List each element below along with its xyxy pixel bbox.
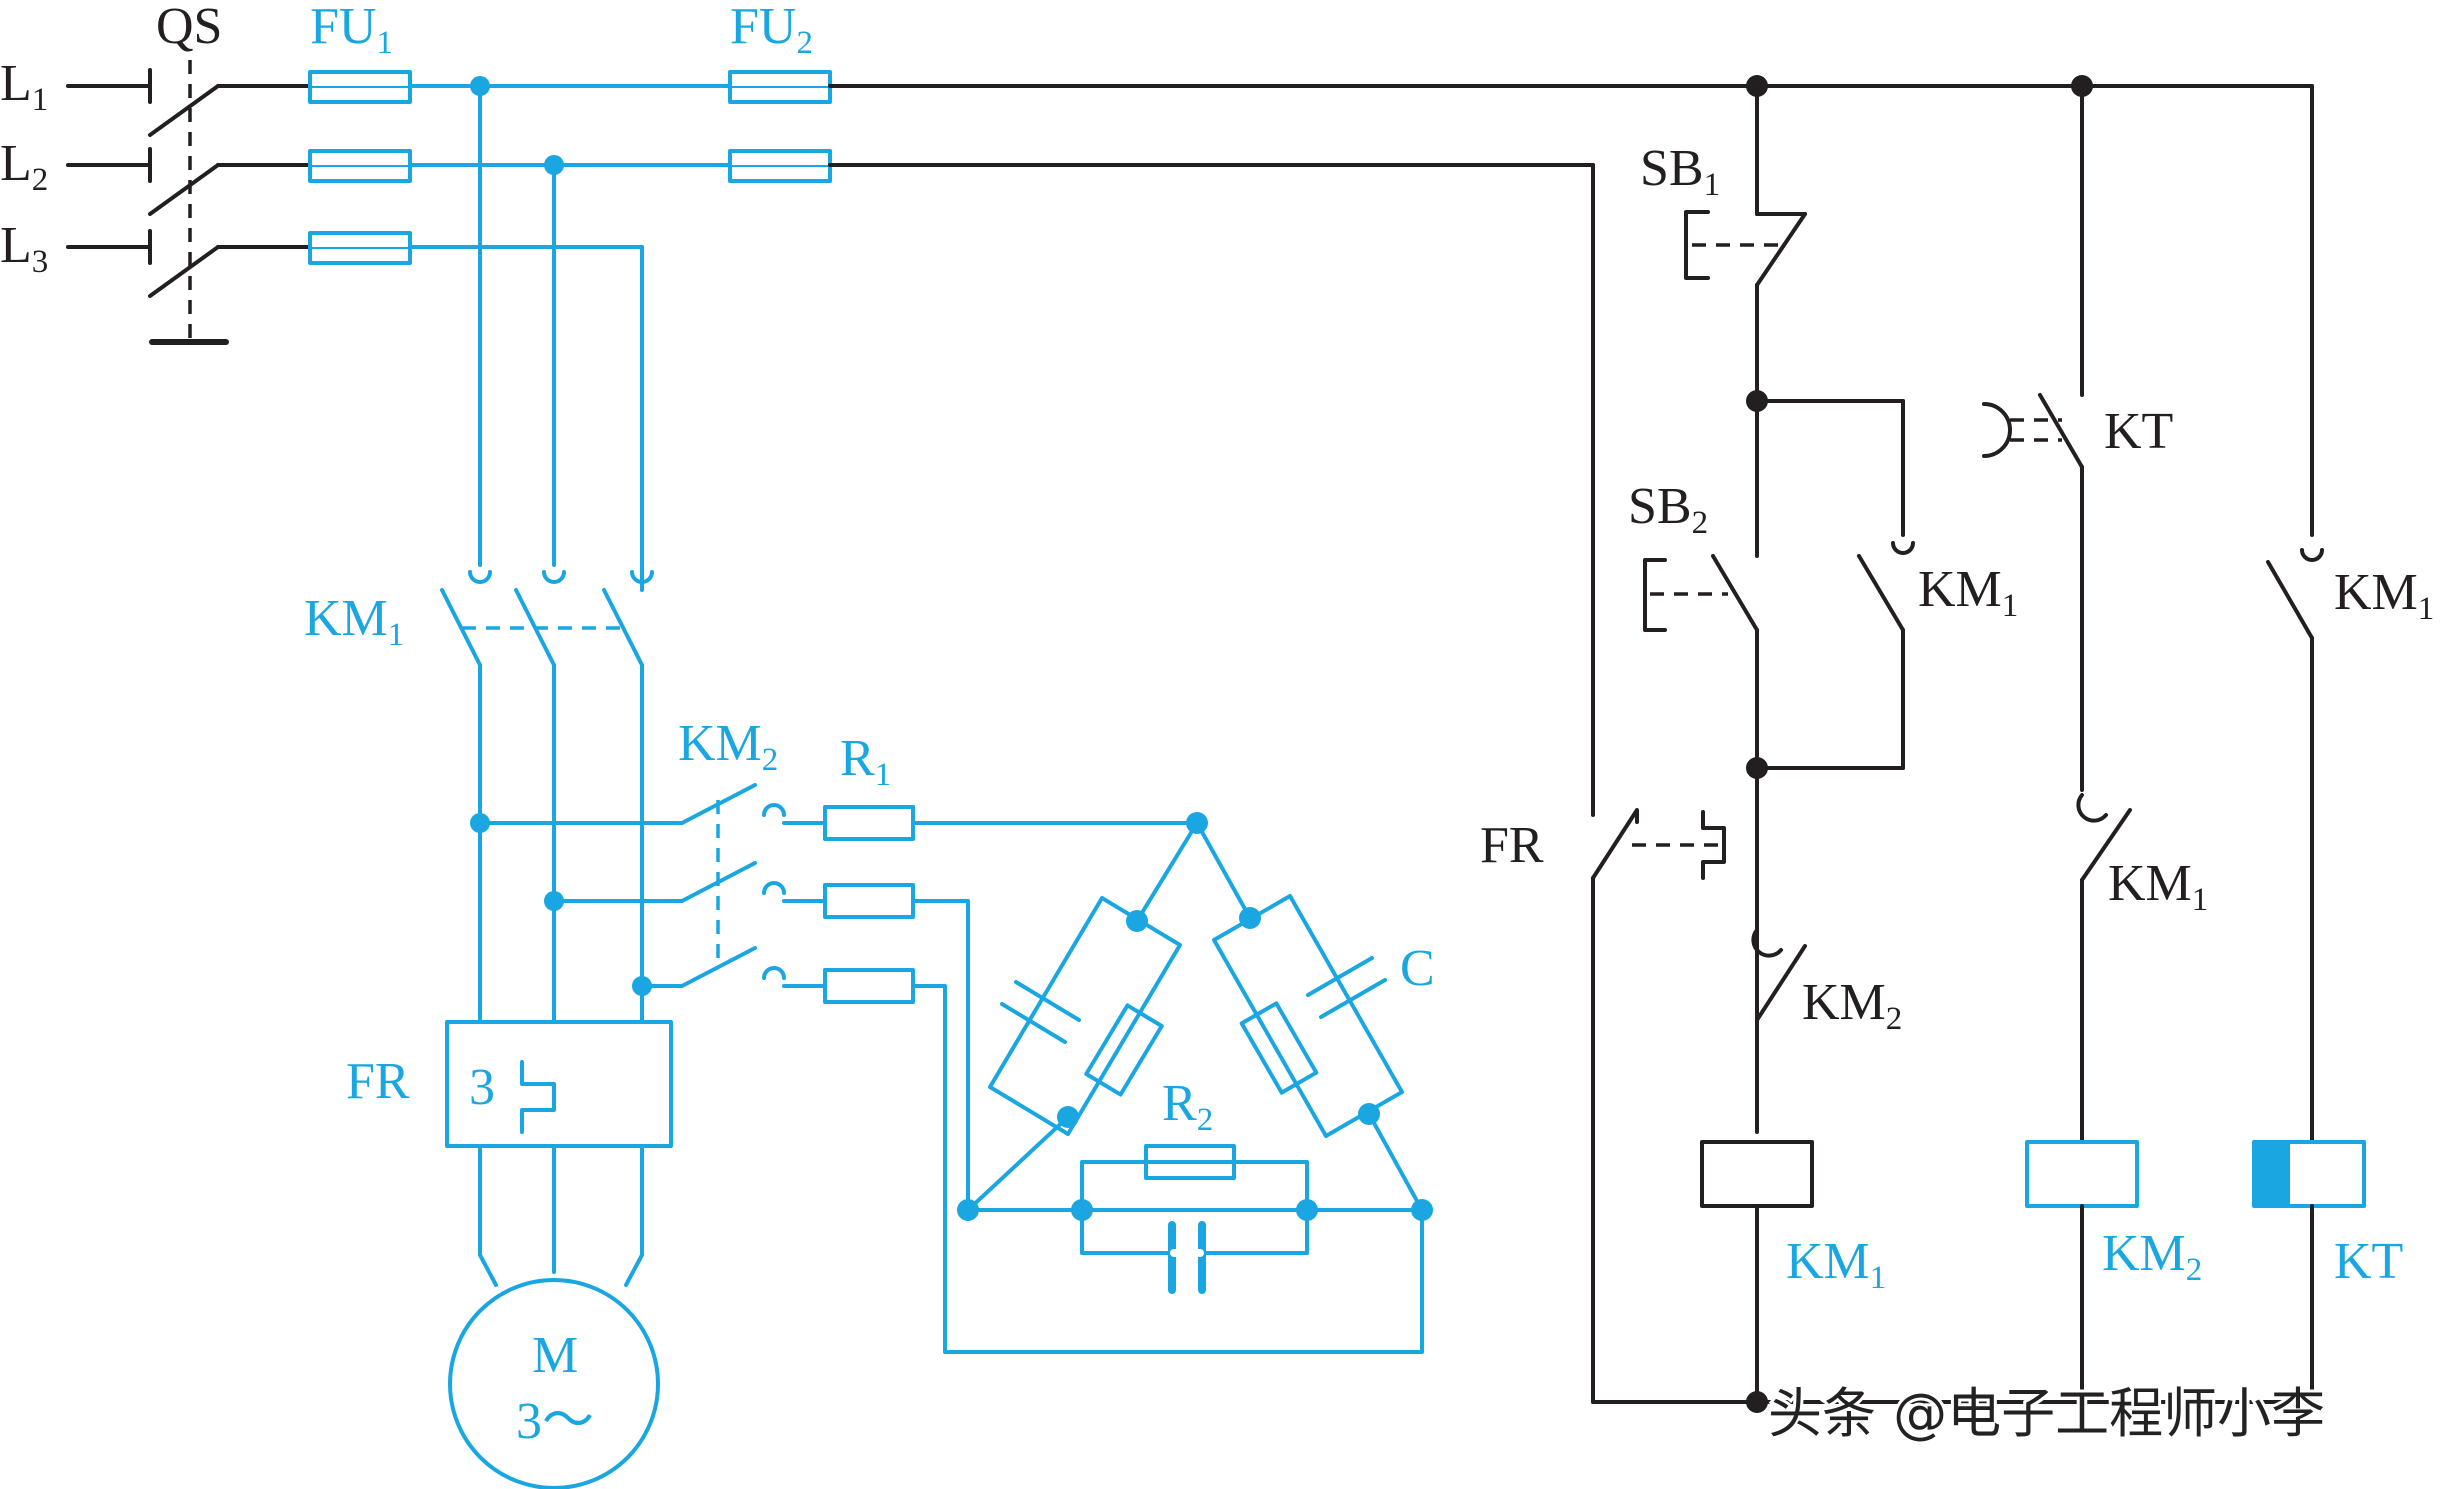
label-KM1-main: KM1 — [304, 590, 404, 653]
label-KM1-kt-branch: KM1 — [2334, 564, 2434, 627]
watermark-text: 头条 @电子工程师小李 — [1768, 1382, 2325, 1445]
label-motor-phase: 3～ — [516, 1393, 594, 1450]
motor-symbol — [448, 1278, 660, 1489]
label-FU2: FU2 — [730, 0, 813, 61]
label-L3: L3 — [0, 217, 48, 280]
label-SB2: SB2 — [1628, 478, 1708, 541]
km1-main-contacts — [440, 570, 654, 667]
label-KM1-hold: KM1 — [1918, 561, 2018, 624]
r1-resistors — [782, 805, 915, 1004]
fu2-fuses — [728, 70, 832, 183]
incoming-lines — [66, 84, 152, 249]
label-coil-KT: KT — [2334, 1233, 2403, 1290]
label-L2: L2 — [0, 135, 48, 198]
label-KM2-nc: KM2 — [1802, 974, 1902, 1037]
label-KT-contact: KT — [2104, 403, 2173, 460]
label-FR-count: 3 — [469, 1059, 495, 1116]
label-motor-M: M — [532, 1327, 578, 1384]
control-branch-km1 — [1591, 84, 1915, 1404]
label-R2: R2 — [1162, 1075, 1213, 1138]
label-KM1-nc: KM1 — [2108, 855, 2208, 918]
fu1-fuses — [308, 70, 412, 265]
label-coil-KM1: KM1 — [1786, 1233, 1886, 1296]
control-circuit — [828, 75, 2366, 1413]
qs-isolating-switch — [148, 60, 312, 345]
label-FR-ctrl: FR — [1480, 817, 1544, 874]
labels: L1 L2 L3 QS FU1 FU2 KM1 KM2 R1 R2 C FR 3… — [0, 0, 2434, 1450]
label-QS: QS — [156, 0, 222, 55]
label-FR-main: FR — [346, 1053, 410, 1110]
label-KM2-main: KM2 — [678, 715, 778, 778]
fr-thermal-relay-main — [445, 1020, 673, 1148]
label-C: C — [1400, 940, 1435, 997]
power-circuit — [66, 60, 1433, 1489]
km2-main-contacts — [680, 783, 786, 988]
delta-rc-network — [957, 812, 1433, 1294]
control-branch-kt — [2252, 84, 2366, 1404]
label-FU1: FU1 — [310, 0, 393, 61]
label-R1: R1 — [840, 730, 891, 793]
label-L1: L1 — [0, 55, 48, 118]
label-coil-KM2: KM2 — [2102, 1225, 2202, 1288]
control-branch-km2 — [1982, 84, 2139, 1404]
label-SB1: SB1 — [1640, 140, 1720, 203]
